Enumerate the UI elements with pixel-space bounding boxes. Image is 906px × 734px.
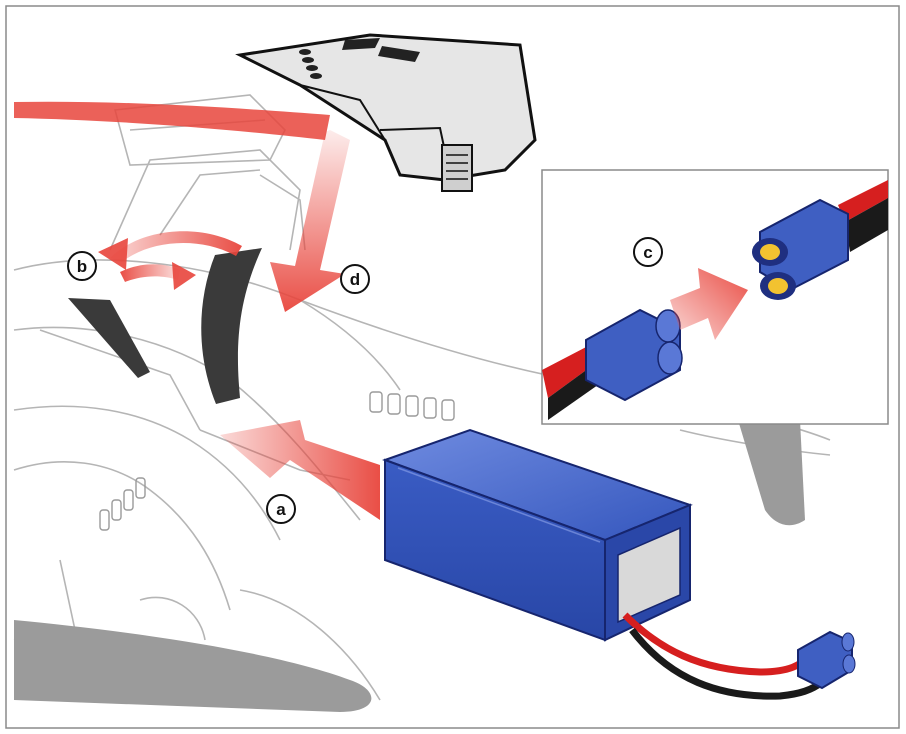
arrow-b-head-right	[172, 262, 196, 290]
callout-d-label: d	[350, 270, 360, 289]
battery-cover	[235, 33, 537, 192]
cover-logo	[342, 38, 420, 62]
arrow-a	[220, 420, 380, 520]
arrow-b-curve	[110, 231, 242, 262]
battery-connector	[797, 630, 856, 690]
callout-d: d	[340, 264, 370, 294]
battery-pack	[382, 428, 693, 642]
latch-tab-right	[201, 248, 262, 404]
callout-b-label: b	[77, 257, 87, 276]
callout-a: a	[266, 494, 296, 524]
arrow-d	[270, 130, 350, 312]
body-vents	[99, 391, 455, 531]
arrow-b-head-left	[98, 238, 128, 270]
arrow-c	[670, 268, 748, 340]
battery-wire-black	[629, 627, 825, 700]
connector-inset	[541, 169, 889, 425]
connector-female	[752, 198, 849, 300]
callout-c-label: c	[643, 243, 652, 262]
propeller-right	[738, 420, 805, 526]
arrow-b-lower	[120, 264, 180, 282]
connector-male	[585, 308, 683, 402]
callout-b: b	[67, 251, 97, 281]
propeller-left	[14, 620, 372, 712]
top-propeller	[14, 101, 330, 140]
callout-c: c	[633, 237, 663, 267]
latch-tab-left	[68, 298, 150, 378]
callout-a-label: a	[276, 500, 286, 519]
